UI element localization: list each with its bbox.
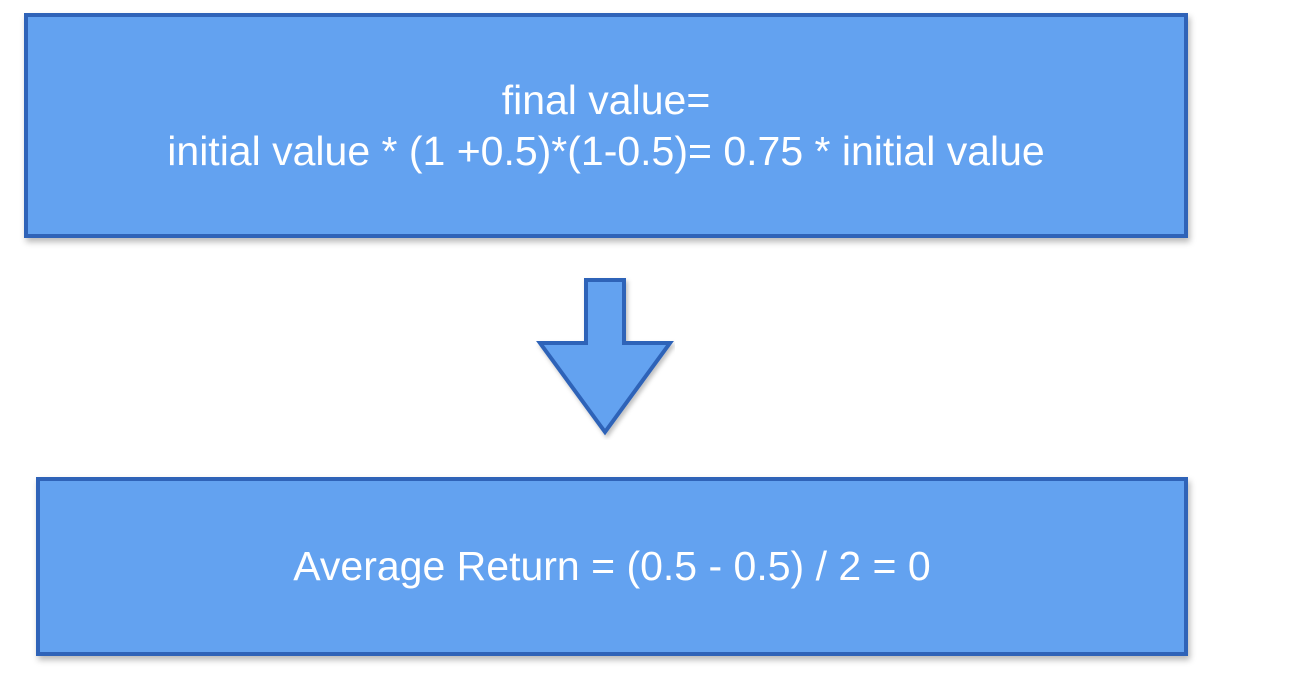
average-return-box: Average Return = (0.5 - 0.5) / 2 = 0 — [36, 477, 1188, 656]
final-value-formula: initial value * (1 +0.5)*(1-0.5)= 0.75 *… — [167, 127, 1045, 174]
final-value-box: final value= initial value * (1 +0.5)*(1… — [24, 13, 1188, 238]
final-value-heading: final value= — [501, 77, 711, 124]
down-arrow-icon — [536, 278, 674, 436]
average-return-formula: Average Return = (0.5 - 0.5) / 2 = 0 — [293, 543, 931, 590]
